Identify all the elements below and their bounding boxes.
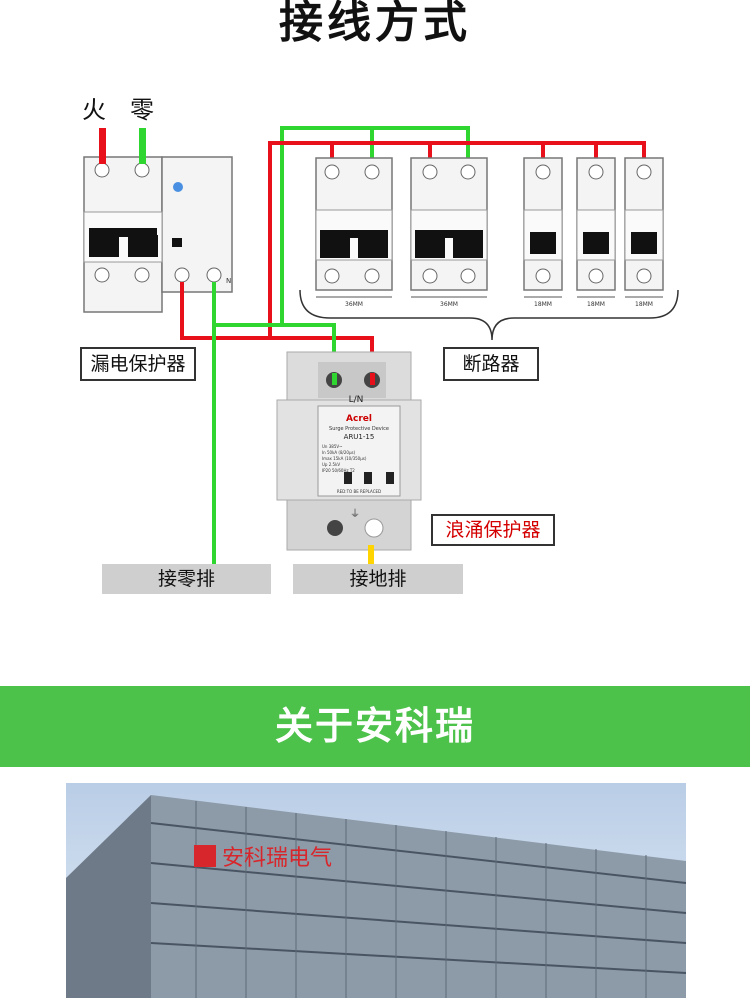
breaker-1p-2 <box>576 157 616 291</box>
page-title: 接线方式 <box>279 0 471 48</box>
spd-spec-3: Imax 15kA (10/350μs) <box>322 456 367 461</box>
breaker-width-5: 18MM <box>635 301 653 308</box>
breaker-width-1: 36MM <box>345 301 363 308</box>
ground-symbol-icon: ⏚ <box>350 508 360 520</box>
n-marker: N <box>226 277 231 285</box>
breaker-2p-1 <box>315 157 393 291</box>
ground-screw-icon <box>327 520 343 536</box>
neutral-bar: 接零排 <box>102 564 271 594</box>
breaker-1p-1 <box>523 157 563 291</box>
breaker-width-4: 18MM <box>587 301 605 308</box>
spd-spec-2: In 50kA (8/20μs) <box>322 450 356 455</box>
surge-protector-label: 浪涌保护器 <box>431 514 555 546</box>
breaker-1p-3 <box>624 157 664 291</box>
about-title: 关于安科瑞 <box>274 704 475 748</box>
neutral-label: 零 <box>130 96 154 124</box>
breaker-width-3: 18MM <box>534 301 552 308</box>
surge-protector-device: L/N Acrel Surge Protective Device ARU1-1… <box>276 351 422 551</box>
leakage-protector: N <box>83 156 233 313</box>
spd-terminal-label: L/N <box>349 395 364 405</box>
spd-brand: Acrel <box>346 414 372 424</box>
wiring-diagram: 火 零 N <box>82 96 679 567</box>
spd-device-type: Surge Protective Device <box>329 426 389 432</box>
breaker-brace <box>299 289 679 341</box>
building-sign: 安科瑞电气 <box>222 846 332 871</box>
status-dot-icon <box>173 182 183 192</box>
company-building-photo: 安科瑞电气 <box>66 783 686 998</box>
breaker-2p-2 <box>410 157 488 291</box>
company-logo-icon <box>194 845 216 867</box>
leakage-protector-label: 漏电保护器 <box>80 347 196 381</box>
breaker-label: 断路器 <box>443 347 539 381</box>
about-section-band: 关于安科瑞 <box>0 686 750 767</box>
spd-spec-4: Up 2.5kV <box>322 462 340 467</box>
spd-model: ARU1-15 <box>344 433 375 441</box>
spd-spec-1: Un 385V~ <box>322 444 342 449</box>
spd-spec-5: IP20 50/60Hz T2 <box>322 468 355 473</box>
live-label: 火 <box>82 96 106 124</box>
breaker-width-2: 36MM <box>440 301 458 308</box>
spd-replace-note: RED:TO BE REPLACED <box>337 489 381 494</box>
ground-bar: 接地排 <box>293 564 463 594</box>
